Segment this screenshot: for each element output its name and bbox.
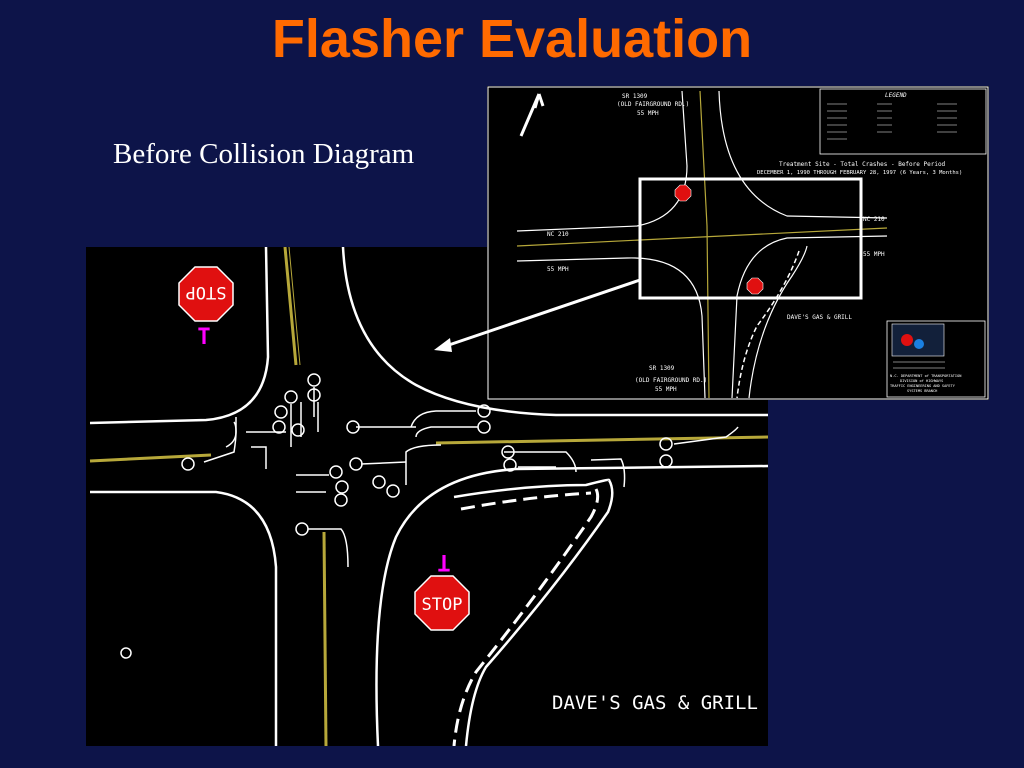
crash-symbols bbox=[120, 373, 739, 659]
svg-text:DIVISION of HIGHWAYS: DIVISION of HIGHWAYS bbox=[900, 379, 943, 383]
svg-text:NC 210: NC 210 bbox=[863, 216, 885, 223]
title-block: N.C. DEPARTMENT of TRANSPORTATION DIVISI… bbox=[886, 320, 986, 398]
stop-sign-south-label: STOP bbox=[422, 595, 463, 615]
island-top-edge bbox=[453, 478, 611, 499]
slide-title: Flasher Evaluation bbox=[271, 9, 753, 69]
svg-text:Treatment Site - Total Crashes: Treatment Site - Total Crashes - Before … bbox=[779, 161, 946, 168]
traffic-island-dashed bbox=[452, 488, 600, 747]
center-line-west bbox=[89, 453, 212, 463]
intersection-drawing: STOP T STOP T DAVE'S GAS & GRILL bbox=[89, 246, 769, 747]
svg-text:SYSTEMS BRANCH: SYSTEMS BRANCH bbox=[907, 389, 937, 393]
road-edge-sw bbox=[90, 490, 278, 746]
road-edge-nw bbox=[89, 246, 270, 425]
svg-text:55 MPH: 55 MPH bbox=[547, 266, 569, 273]
center-line-north-2 bbox=[288, 246, 301, 366]
inset-stop-south bbox=[746, 277, 764, 295]
collision-diagram-inset: SR 1309 (OLD FAIRGROUND RD.) 55 MPH NC 2… bbox=[487, 86, 989, 400]
inset-stop-north bbox=[674, 184, 692, 202]
svg-text:55 MPH: 55 MPH bbox=[655, 386, 677, 393]
svg-text:55 MPH: 55 MPH bbox=[637, 110, 659, 117]
svg-text:DECEMBER 1, 1990 THROUGH FEBRU: DECEMBER 1, 1990 THROUGH FEBRUARY 28, 19… bbox=[757, 170, 962, 176]
stop-sign-north: STOP bbox=[178, 266, 234, 322]
svg-text:SR 1309: SR 1309 bbox=[649, 365, 675, 372]
traffic-island-edge bbox=[464, 479, 614, 747]
svg-text:(OLD FAIRGROUND RD.): (OLD FAIRGROUND RD.) bbox=[617, 101, 689, 108]
slide-subtitle: Before Collision Diagram bbox=[113, 138, 415, 170]
legend-box: LEGEND bbox=[819, 88, 987, 155]
svg-text:DAVE'S GAS & GRILL: DAVE'S GAS & GRILL bbox=[787, 314, 852, 321]
svg-text:NC 210: NC 210 bbox=[547, 231, 569, 238]
inset-drawing: SR 1309 (OLD FAIRGROUND RD.) 55 MPH NC 2… bbox=[487, 86, 989, 400]
stop-sign-north-label: STOP bbox=[186, 282, 227, 302]
svg-text:55 MPH: 55 MPH bbox=[863, 251, 885, 258]
north-arrow-icon bbox=[519, 93, 545, 137]
legend-title: LEGEND bbox=[885, 92, 907, 99]
center-line-south bbox=[322, 531, 328, 747]
svg-text:(OLD FAIRGROUND RD.): (OLD FAIRGROUND RD.) bbox=[635, 377, 707, 384]
stop-sign-south: STOP bbox=[414, 575, 470, 631]
center-line-east bbox=[435, 435, 769, 445]
stop-marker-north: T bbox=[197, 325, 210, 350]
road-edge-se bbox=[375, 464, 769, 747]
road-edge-ne bbox=[341, 246, 768, 417]
business-label-main: DAVE'S GAS & GRILL bbox=[552, 692, 758, 714]
center-line-north bbox=[283, 246, 298, 366]
svg-text:N.C. DEPARTMENT of TRANSPORTAT: N.C. DEPARTMENT of TRANSPORTATION bbox=[890, 374, 961, 378]
svg-text:SR 1309: SR 1309 bbox=[622, 93, 648, 100]
stop-marker-south: T bbox=[437, 549, 450, 574]
zoom-region-box bbox=[638, 177, 863, 300]
svg-text:TRAFFIC ENGINEERING AND SAFETY: TRAFFIC ENGINEERING AND SAFETY bbox=[890, 384, 956, 388]
island-top-dashed bbox=[460, 491, 592, 511]
